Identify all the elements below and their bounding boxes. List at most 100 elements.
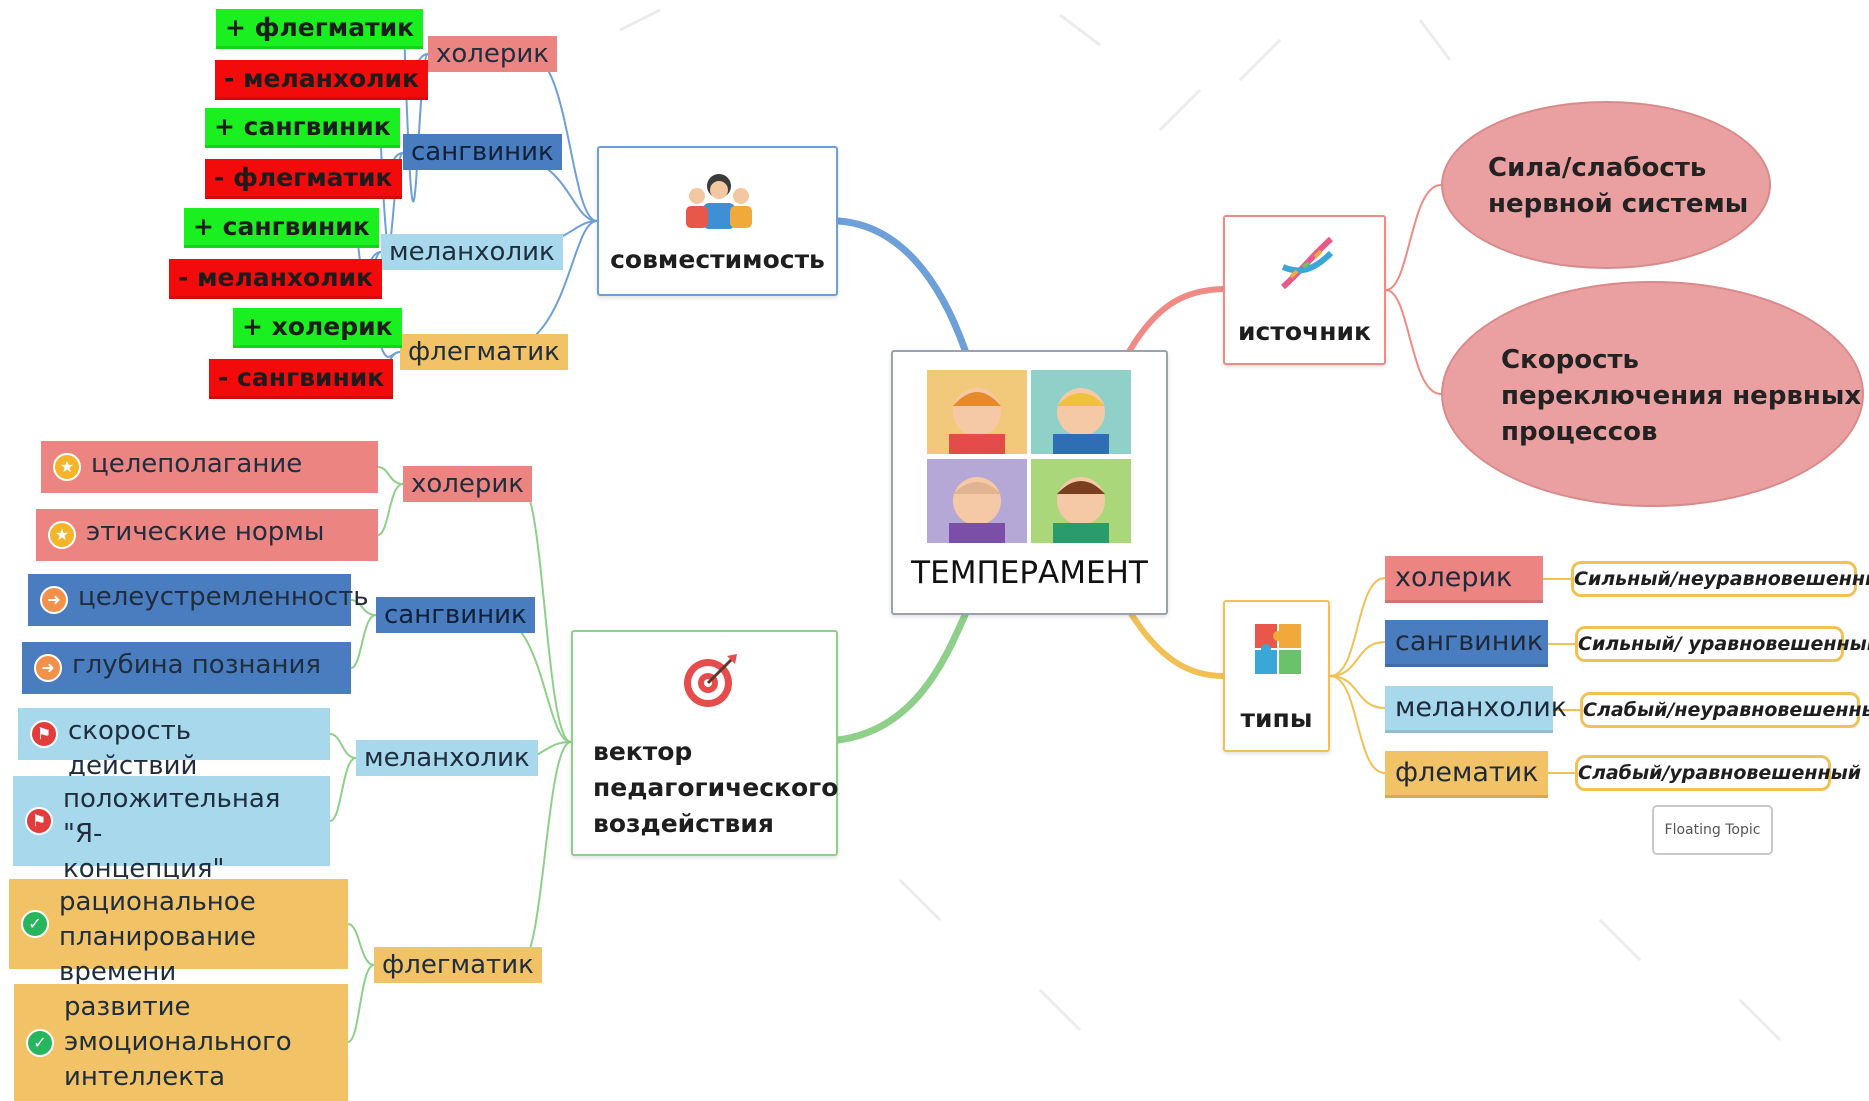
compat-type-label: флегматик: [400, 334, 568, 370]
source-connector: [1385, 184, 1442, 291]
vector-leaf-connector: [347, 923, 375, 966]
compat-type-label: холерик: [428, 36, 558, 72]
source-connector: [1385, 289, 1442, 395]
vector-title-line: воздействия: [593, 809, 774, 838]
types-connector: [1329, 641, 1386, 677]
source-item-text: Скорость: [1501, 345, 1639, 375]
vector-leaf-connector: [350, 614, 377, 669]
vector-item-text: эмоционального: [64, 1027, 292, 1057]
vector-item[interactable]: ➜ глубина познания: [22, 642, 351, 694]
compat-type-label: меланхолик: [381, 234, 563, 270]
vector-item[interactable]: ➜ целеустремленность: [28, 574, 369, 626]
source-item-text: Сила/слабость: [1488, 153, 1707, 183]
source-item-text: процессов: [1501, 417, 1658, 447]
vector-title-line: вектор: [593, 737, 693, 766]
vector-type-label: холерик: [403, 466, 533, 502]
four-children-temperaments-image: [927, 370, 1131, 543]
compat-minus-tag: - меланхолик: [215, 60, 429, 100]
types-title: типы: [1240, 704, 1313, 733]
types-item-label[interactable]: сангвиник: [1385, 620, 1548, 667]
vector-item-text: целеполагание: [91, 449, 303, 479]
types-item-label[interactable]: меланхолик: [1385, 686, 1567, 733]
types-topic[interactable]: типы: [1223, 600, 1330, 752]
vector-item-text: глубина познания: [72, 650, 321, 680]
vector-item-text: планирование времени: [59, 922, 257, 987]
types-connector: [1329, 675, 1386, 709]
compat-minus-tag: - флегматик: [205, 159, 402, 199]
source-item-text: переключения нервных: [1501, 381, 1862, 411]
watermark-stroke: [1059, 13, 1101, 47]
star-icon: ★: [48, 521, 76, 549]
branch-line-compatibility: [834, 217, 969, 354]
vector-item[interactable]: ✓ рациональное планирование времени: [9, 879, 348, 987]
vector-type-label: сангвиник: [376, 597, 535, 633]
dna-icon: [1281, 236, 1334, 290]
vector-type-label: флегматик: [374, 947, 542, 983]
watermark-stroke: [1238, 38, 1282, 82]
compatibility-title: совместимость: [610, 245, 825, 274]
watermark-stroke: [1038, 988, 1082, 1032]
vector-item-text: положительная "Я-: [63, 784, 281, 849]
compat-leaf-connector: [403, 25, 429, 203]
branch-line-vector: [834, 611, 969, 744]
vector-leaf-connector: [377, 483, 404, 536]
vector-leaf-connector: [329, 757, 357, 822]
floating-topic[interactable]: Floating Topic: [1652, 805, 1773, 855]
compat-type-label: сангвиник: [403, 134, 562, 170]
group-people-icon: [686, 174, 752, 229]
check-icon: ✓: [21, 910, 49, 938]
vector-item[interactable]: ⚑ скорость действий: [18, 708, 330, 781]
source-title: источник: [1238, 317, 1371, 346]
types-connector: [1329, 577, 1386, 677]
central-topic[interactable]: ТЕМПЕРАМЕНТ: [891, 350, 1168, 615]
arrow-icon: ➜: [40, 586, 68, 614]
central-title: ТЕМПЕРАМЕНТ: [911, 555, 1148, 591]
vector-leaf-connector: [329, 733, 357, 759]
flag-icon: ⚑: [25, 807, 53, 835]
source-topic[interactable]: источник: [1223, 215, 1386, 365]
vector-leaf-connector: [350, 599, 377, 616]
watermark-stroke: [1598, 918, 1642, 962]
check-icon: ✓: [26, 1028, 54, 1057]
branch-line-types: [1127, 609, 1226, 679]
types-item-desc: Слабый/уравновешенный: [1575, 755, 1861, 791]
vector-item[interactable]: ★ целеполагание: [41, 441, 378, 493]
watermark-stroke: [1418, 19, 1452, 61]
target-icon: [684, 654, 737, 707]
arrow-icon: ➜: [34, 654, 62, 682]
vector-item-text: рациональное: [59, 887, 256, 917]
compat-plus-tag: + сангвиник: [205, 108, 400, 148]
compat-plus-tag: + сангвиник: [184, 208, 379, 248]
types-item-desc: Сильный/ уравновешенный: [1575, 626, 1869, 662]
vector-type-label: меланхолик: [356, 740, 538, 776]
source-item[interactable]: Сила/слабость нервной системы: [1441, 101, 1771, 269]
vector-item-text: скорость действий: [68, 716, 198, 781]
vector-item-text: развитие: [64, 992, 191, 1022]
compat-minus-tag: - меланхолик: [169, 259, 383, 299]
branch-line-source: [1127, 286, 1226, 353]
source-item[interactable]: Скорость переключения нервных процессов: [1441, 281, 1864, 507]
types-connector: [1329, 675, 1386, 774]
vector-item[interactable]: ✓ развитие эмоционального интеллекта: [14, 984, 348, 1101]
types-item-label[interactable]: холерик: [1385, 556, 1543, 603]
compat-plus-tag: + холерик: [233, 308, 402, 348]
vector-item-text: интеллекта: [64, 1062, 226, 1092]
vector-item[interactable]: ⚑ положительная "Я- концепция": [13, 776, 330, 884]
watermark-stroke: [898, 878, 942, 922]
vector-item-text: целеустремленность: [78, 582, 369, 612]
vector-leaf-connector: [347, 964, 375, 1043]
vector-item[interactable]: ★ этические нормы: [36, 509, 378, 561]
vector-leaf-connector: [377, 466, 404, 485]
vector-topic[interactable]: вектор педагогического воздействия: [571, 630, 838, 856]
compat-plus-tag: + флегматик: [216, 9, 424, 49]
types-item-desc: Сильный/неуравновешенный: [1571, 561, 1869, 597]
watermark-stroke: [1738, 998, 1782, 1042]
star-icon: ★: [53, 453, 81, 481]
types-item-label[interactable]: флематик: [1385, 751, 1548, 798]
vector-title-line: педагогического: [593, 773, 839, 802]
watermark-stroke: [619, 8, 661, 32]
source-item-text: нервной системы: [1488, 189, 1749, 219]
puzzle-icon: [1255, 624, 1301, 674]
watermark-stroke: [1158, 88, 1202, 132]
compatibility-topic[interactable]: совместимость: [597, 146, 838, 296]
